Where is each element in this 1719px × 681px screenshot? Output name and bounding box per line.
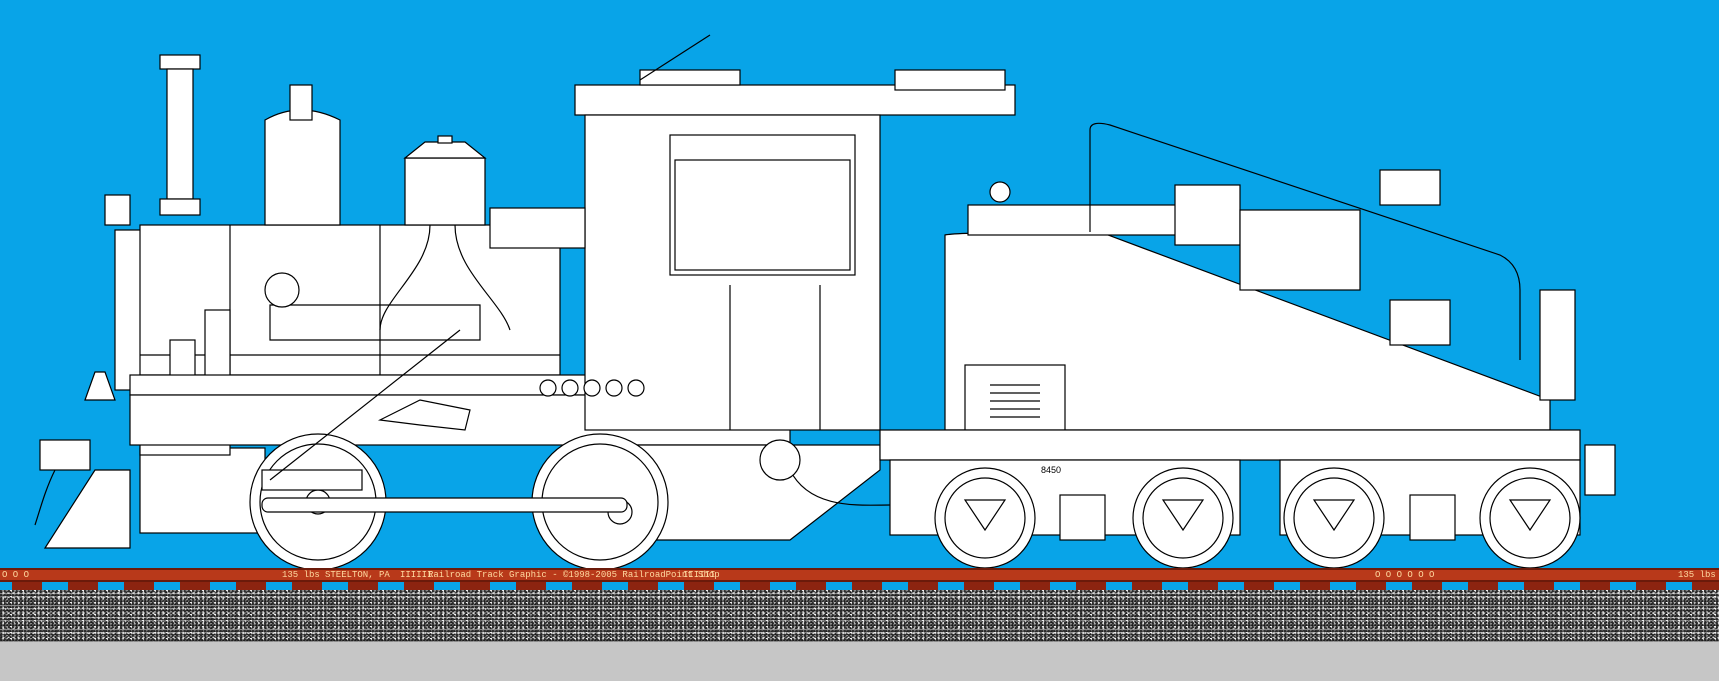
rail-stamp: O O O 135 lbs STEELTON, PA IIIIII Railro… (0, 570, 1719, 582)
tender (879, 122, 1616, 568)
pilot-cowcatcher (43, 469, 131, 549)
running-board (129, 374, 611, 396)
whistle-cord (639, 34, 711, 81)
stack-base (159, 198, 201, 216)
tender-handrail (1089, 122, 1521, 360)
air-hose (34, 469, 56, 526)
tender-frame (879, 429, 1581, 461)
injector-pipe (269, 304, 481, 341)
stack-cap (159, 54, 201, 70)
steam-dome (264, 109, 341, 226)
rear-light (1539, 289, 1576, 401)
steam-hose (789, 469, 891, 506)
locomotive-illustration: 8450 (34, 34, 1616, 568)
tank-filler-cap (989, 181, 1011, 203)
crosshead (261, 469, 363, 491)
boiler-check-valve (264, 272, 300, 308)
fuel-oil-box (1239, 209, 1361, 291)
electrical-box (964, 364, 1066, 431)
ground (0, 642, 1719, 681)
electrical-box-vents (990, 384, 1040, 418)
bell (84, 371, 116, 401)
rail-stamp-credit: Railroad Track Graphic - ©1998-2005 Rail… (428, 570, 720, 580)
rail-stamp-mill: STEELTON, PA (325, 570, 390, 580)
side-rod (261, 497, 628, 513)
sand-dome (404, 157, 486, 226)
rail-stamp-marks: IIIIII (400, 570, 433, 580)
smokestack (166, 68, 194, 200)
rail-stamp-weight: 135 lbs (282, 570, 320, 580)
tender-headlight (1379, 169, 1441, 206)
safety-valves (289, 84, 313, 121)
tender-truck-rear (1279, 459, 1581, 568)
roof-vent (894, 69, 1006, 91)
tender-truck-front (889, 459, 1241, 568)
generator (489, 207, 586, 249)
cylinder (139, 447, 266, 534)
locomotive (34, 34, 1016, 568)
ballast (0, 590, 1719, 642)
cab-portholes (539, 379, 645, 397)
reversing-link (377, 399, 471, 431)
rail-stamp-box-left: O O O (2, 570, 30, 580)
front-coupler (39, 439, 91, 471)
rear-coupler (1584, 444, 1616, 496)
rail-stamp-marks-2: IIIIII (683, 570, 716, 580)
rail-stamp-box-right: O O O O O O (1375, 570, 1435, 580)
rail (0, 568, 1719, 582)
tender-number-plate: 8450 (1041, 465, 1061, 475)
rail-stamp-weight-2: 135 lbs (1678, 570, 1716, 580)
valve-rod (269, 329, 461, 481)
sand-pipe (379, 224, 431, 331)
headlight (104, 194, 131, 226)
